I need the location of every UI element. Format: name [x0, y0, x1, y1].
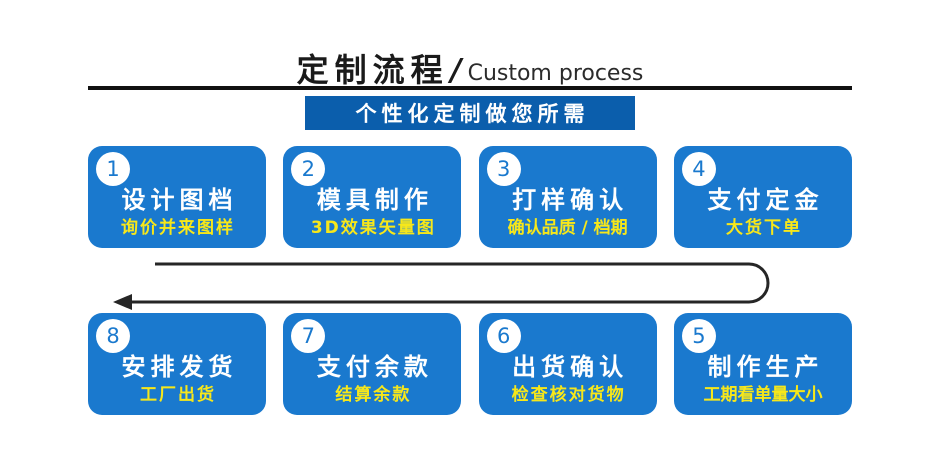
step-body: 支付定金 大货下单	[674, 185, 852, 240]
step-number-badge: 5	[681, 319, 716, 353]
process-step-8: 8 安排发货 工厂出货	[88, 313, 266, 415]
page-title-en: Custom process	[467, 61, 644, 86]
return-flow-arrowhead-icon	[113, 294, 132, 310]
step-number-badge: 2	[291, 152, 326, 186]
step-number-badge: 6	[486, 319, 521, 353]
step-body: 打样确认 确认品质 / 档期	[479, 185, 657, 240]
tagline-banner: 个性化定制做您所需	[305, 96, 635, 130]
step-body: 设计图档 询价并来图样	[88, 185, 266, 240]
process-step-6: 6 出货确认 检查核对货物	[478, 313, 657, 415]
tagline-text: 个性化定制做您所需	[355, 102, 590, 126]
step-subtitle: 确认品质 / 档期	[507, 218, 628, 238]
step-body: 制作生产 工期看单量大小	[674, 352, 852, 407]
step-title: 支付定金	[707, 186, 824, 214]
step-body: 出货确认 检查核对货物	[479, 352, 657, 407]
step-subtitle: 工厂出货	[140, 385, 216, 405]
step-title: 安排发货	[121, 353, 238, 381]
header-divider	[88, 86, 852, 90]
step-title: 制作生产	[707, 353, 824, 381]
step-title: 模具制作	[316, 186, 433, 214]
return-flow-arrow-path	[126, 262, 770, 304]
step-body: 模具制作 3D效果矢量图	[283, 185, 461, 240]
step-title: 设计图档	[121, 186, 238, 214]
process-step-3: 3 打样确认 确认品质 / 档期	[478, 146, 657, 248]
step-subtitle: 大货下单	[725, 218, 802, 238]
step-title: 出货确认	[512, 353, 629, 381]
page-title: 定制流程 / Custom process	[0, 38, 940, 86]
step-body: 支付余款 结算余款	[283, 352, 461, 407]
step-number-badge: 1	[96, 152, 130, 186]
step-subtitle: 工期看单量大小	[703, 385, 823, 405]
step-number-badge: 3	[486, 152, 521, 186]
step-title: 支付余款	[316, 353, 433, 381]
process-step-4: 4 支付定金 大货下单	[673, 146, 852, 248]
process-row-bottom: 8 安排发货 工厂出货 7 支付余款 结算余款 6 出货确认 检查核对货物 5 …	[88, 313, 852, 415]
title-separator: /	[450, 53, 462, 88]
page-title-cn: 定制流程	[296, 51, 449, 89]
process-step-1: 1 设计图档 询价并来图样	[88, 146, 266, 248]
step-title: 打样确认	[512, 186, 629, 214]
step-number-badge: 4	[681, 152, 716, 186]
process-step-2: 2 模具制作 3D效果矢量图	[283, 146, 462, 248]
step-subtitle: 结算余款	[335, 385, 412, 405]
step-number-badge: 8	[96, 319, 130, 353]
process-step-5: 5 制作生产 工期看单量大小	[673, 313, 852, 415]
process-row-top: 1 设计图档 询价并来图样 2 模具制作 3D效果矢量图 3 打样确认 确认品质…	[88, 146, 852, 248]
step-subtitle: 3D效果矢量图	[310, 218, 436, 238]
process-step-7: 7 支付余款 结算余款	[283, 313, 462, 415]
step-subtitle: 检查核对货物	[511, 385, 626, 405]
step-subtitle: 询价并来图样	[121, 218, 235, 238]
step-body: 安排发货 工厂出货	[88, 352, 266, 407]
step-number-badge: 7	[291, 319, 326, 353]
